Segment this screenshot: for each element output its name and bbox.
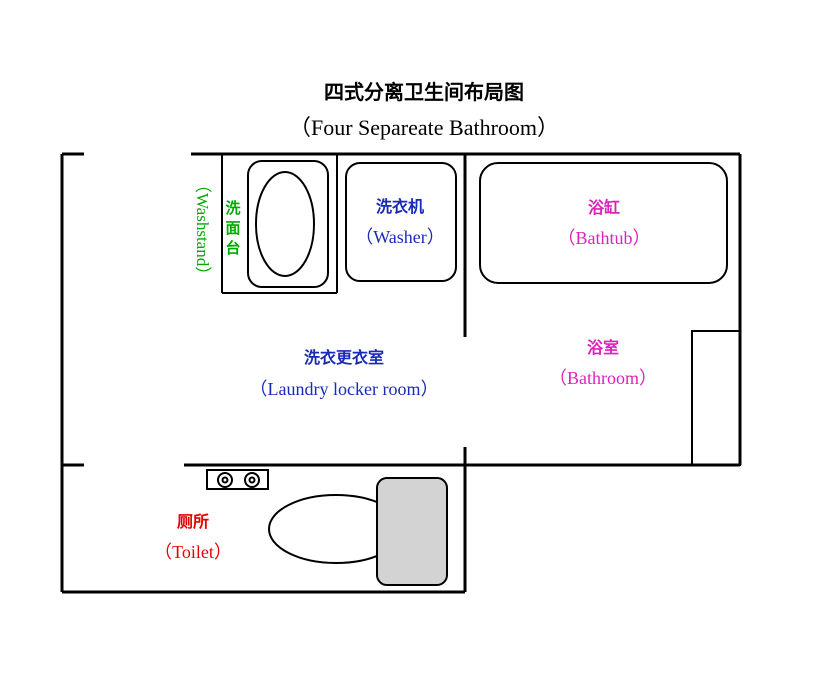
washbasin-outline [247, 160, 329, 288]
washstand-label-cn-2: 面 [225, 219, 240, 237]
diagram-title-en: （Four Separeate Bathroom） [289, 115, 559, 140]
bathtub-outline [479, 162, 728, 284]
toilet-label-cn: 厕所 [177, 512, 209, 531]
bathroom-label-en: （Bathroom） [549, 368, 657, 388]
diagram-title-cn: 四式分离卫生间布局图 [324, 80, 524, 104]
washstand-label-cn-3: 台 [225, 239, 240, 257]
walls [60, 152, 742, 594]
bathtub-label-cn: 浴缸 [588, 198, 620, 217]
toilet-label-en: （Toilet） [154, 542, 232, 562]
washstand-counter [221, 154, 338, 294]
washer-unit [345, 162, 457, 282]
washbasin-bowl [255, 171, 315, 277]
washer-label-en: （Washer） [355, 227, 445, 247]
toilet-tank [376, 477, 448, 586]
bathtub-label-en: （Bathtub） [558, 228, 651, 248]
bathroom-cabinet [691, 330, 741, 466]
bathroom-label-cn: 浴室 [587, 338, 619, 357]
laundry-label-cn: 洗衣更衣室 [304, 348, 384, 367]
washstand-label-en: （Washstand） [193, 176, 212, 283]
washstand-label-cn-1: 洗 [225, 199, 240, 217]
laundry-label-en: （Laundry locker room） [250, 379, 439, 399]
washer-label-cn: 洗衣机 [376, 197, 424, 216]
toilet-paper-holder [206, 469, 269, 490]
